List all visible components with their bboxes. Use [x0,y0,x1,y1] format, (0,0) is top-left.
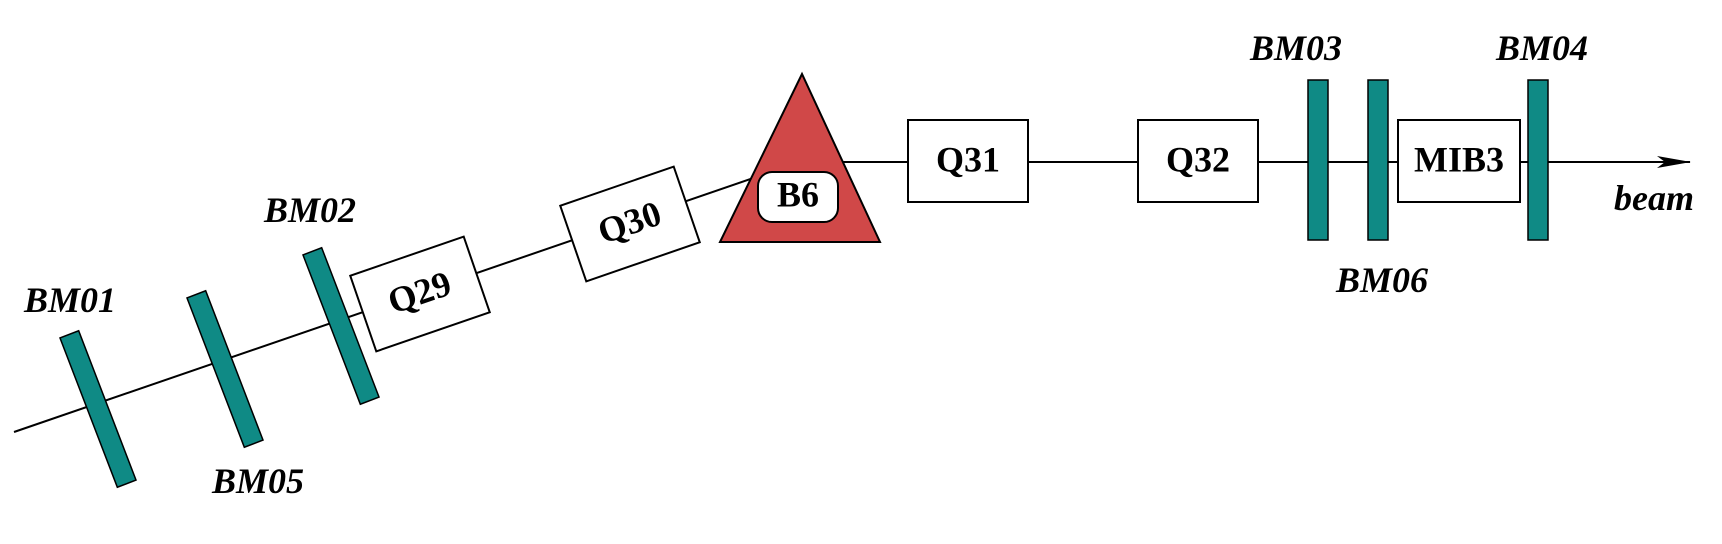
monitor-bm05-label: BM05 [211,461,304,501]
monitor-bm04-bar [1527,79,1549,241]
monitor-bm02-label: BM02 [263,190,356,230]
quad-q32-label: Q32 [1166,139,1230,179]
beam-label: beam [1614,178,1694,218]
monitor-bm03-label: BM03 [1249,28,1342,68]
monitor-bm02 [302,246,380,406]
quad-q31-label: Q31 [936,139,1000,179]
quad-q29: Q29 [348,235,492,353]
quad-q31: Q31 [907,119,1029,203]
quad-q32: Q32 [1137,119,1259,203]
quad-q30-box [558,165,702,283]
monitor-bm04-label: BM04 [1495,28,1588,68]
element-mib3-label: MIB3 [1414,139,1504,179]
quad-q31-box [907,119,1029,203]
monitor-bm03-bar [1307,79,1329,241]
dipole-b6: B6 [718,71,882,243]
quad-q32-box [1137,119,1259,203]
monitor-bm06-bar [1367,79,1389,241]
dipole-label: B6 [777,174,819,214]
element-mib3: MIB3 [1397,119,1521,203]
quad-q29-box [348,235,492,353]
element-mib3-box [1397,119,1521,203]
monitor-bm02-bar [302,246,380,406]
monitor-bm06-label: BM06 [1335,260,1428,300]
monitor-bm01-bar [59,329,137,489]
monitor-bm05 [186,289,264,449]
quad-q30: Q30 [558,165,702,283]
monitor-bm01-label: BM01 [23,280,116,320]
monitor-bm01 [59,329,137,489]
monitor-bm05-bar [186,289,264,449]
dipole-label-box [757,171,839,223]
